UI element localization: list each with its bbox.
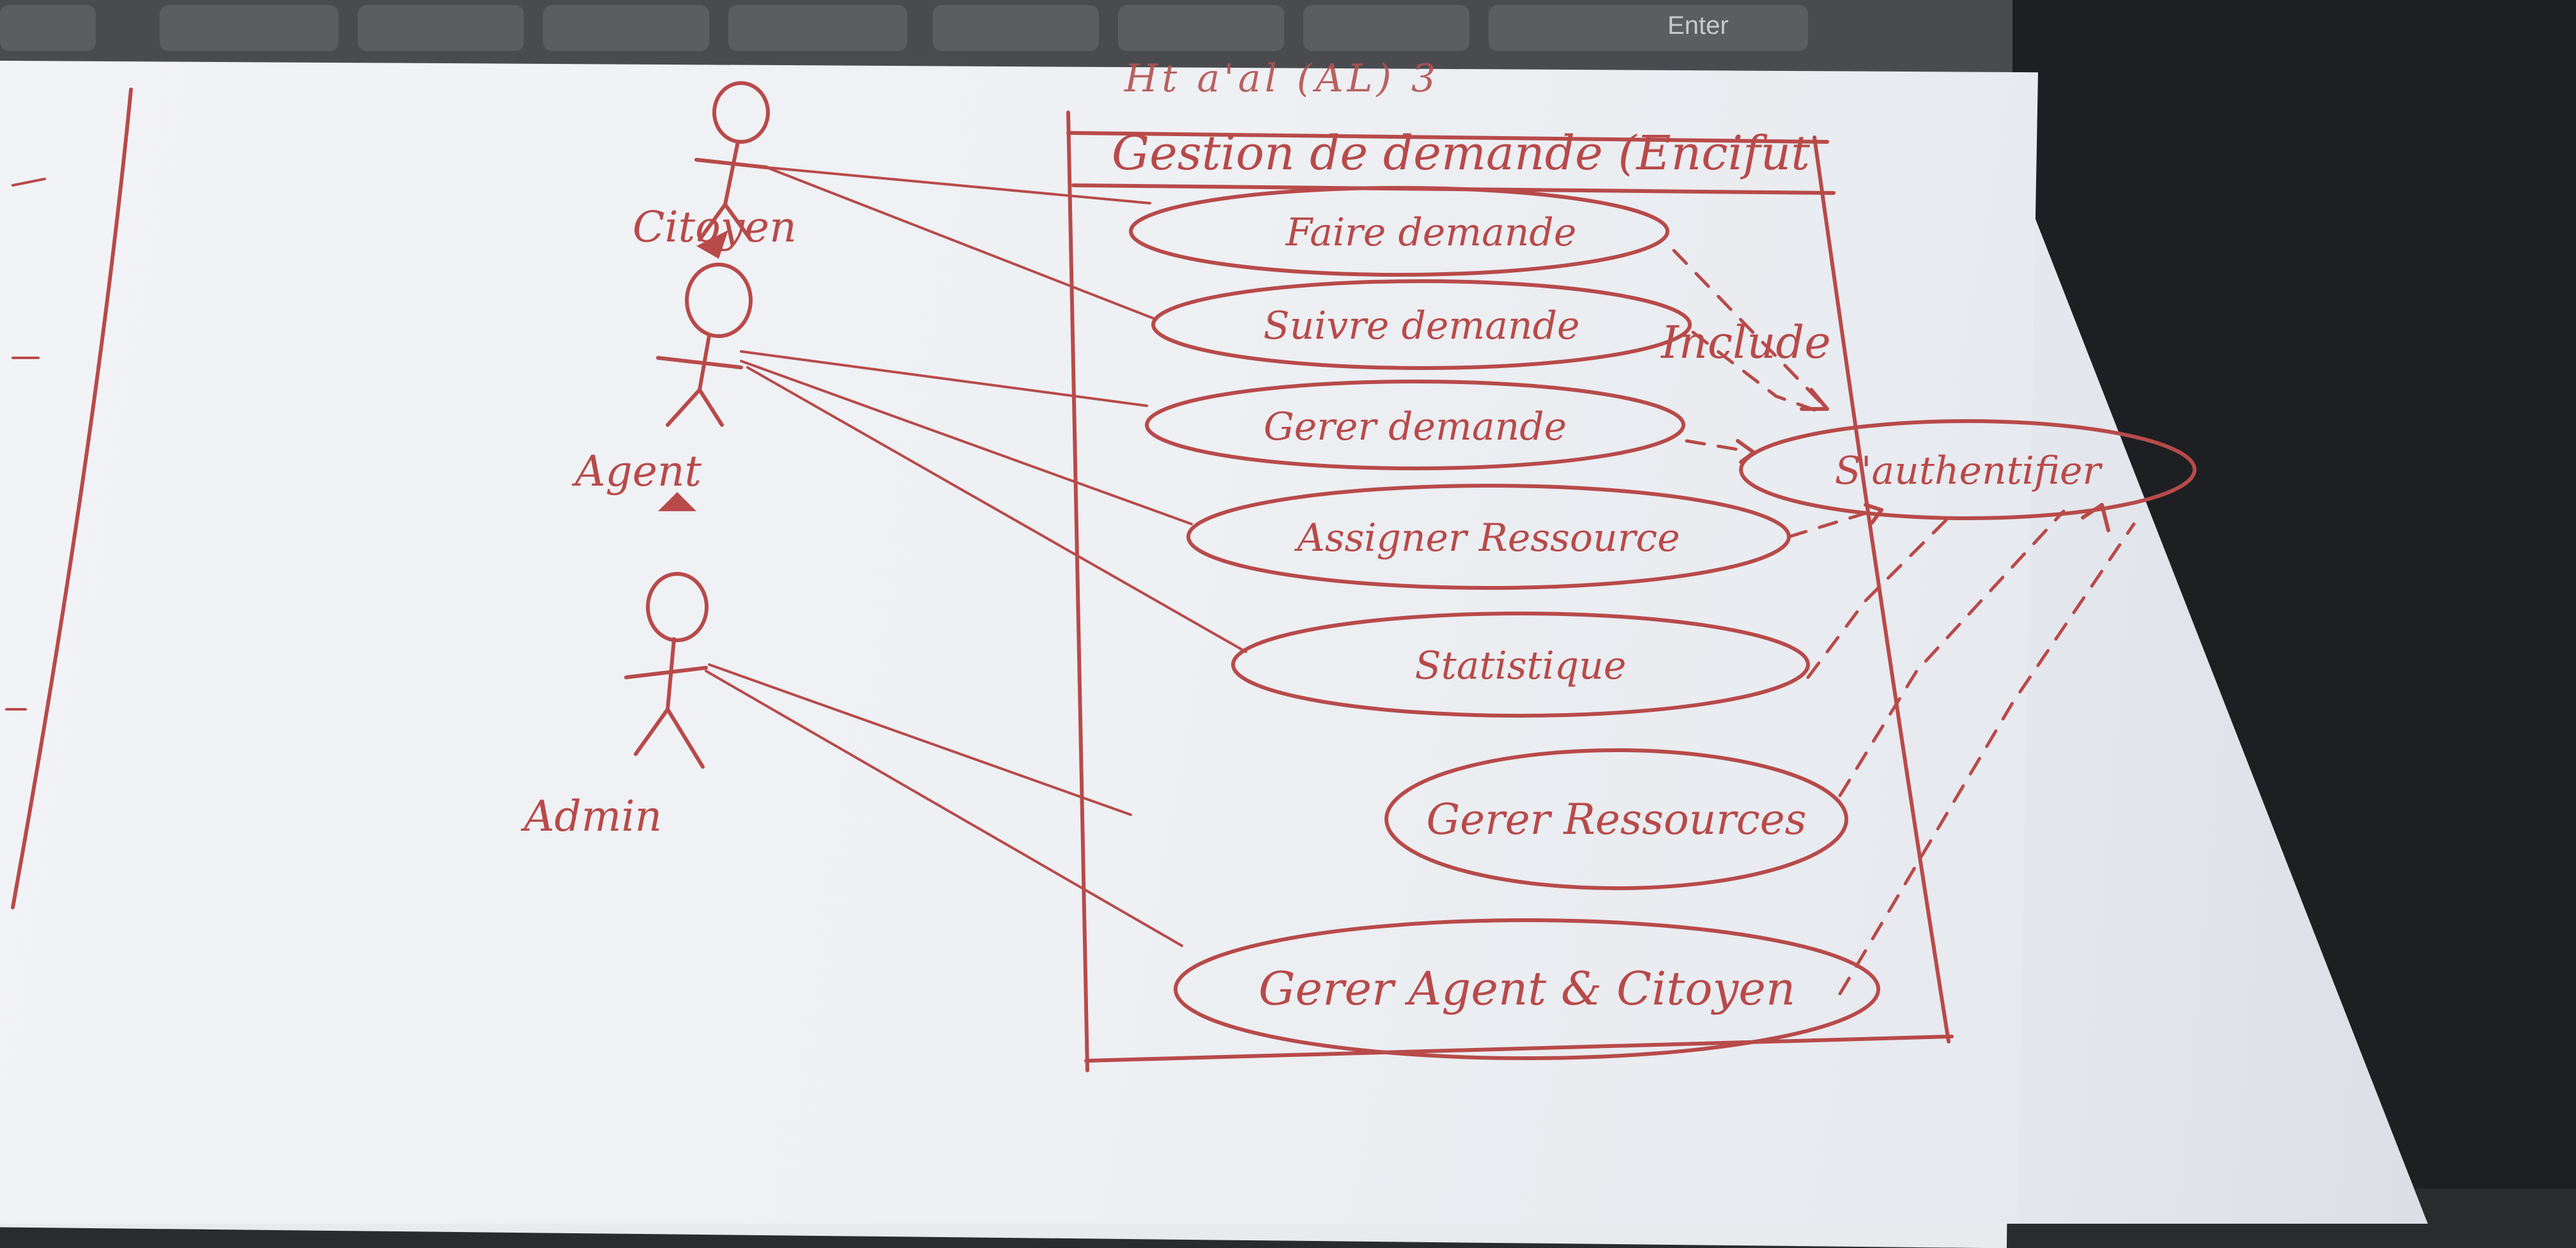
use-case-suivre-demande: Suivre demande <box>1151 279 1692 370</box>
use-case-diagram: Gestion de demande (Encifut Citoyen Agen… <box>5 81 2196 1072</box>
use-case-assigner-ressource: Assigner Ressource <box>1186 484 1791 590</box>
actor-label-admin: Admin <box>520 792 662 841</box>
page-header-scribble: Ht a'al (AL) 3 <box>1124 56 1440 101</box>
system-boundary-left <box>1066 111 1089 1072</box>
actor-label-citoyen: Citoyen <box>632 203 797 252</box>
use-case-faire-demande: Faire demande <box>1129 186 1669 277</box>
actor-admin <box>624 572 709 769</box>
svg-text:Suivre demande: Suivre demande <box>1263 304 1579 348</box>
use-case-sauthentifier: S'authentifier <box>1739 419 2196 520</box>
use-case-gerer-ressources: Gerer Ressources <box>1384 748 1848 890</box>
svg-text:Statistique: Statistique <box>1415 643 1627 688</box>
use-case-statistique: Statistique <box>1231 612 1810 718</box>
svg-text:S'authentifier: S'authentifier <box>1835 449 2103 493</box>
system-boundary-bottom <box>1084 1035 1954 1063</box>
actor-label-agent: Agent <box>571 447 702 496</box>
margin-marks <box>5 178 46 711</box>
actor-agent <box>656 263 753 511</box>
use-case-gerer-demande: Gerer demande <box>1145 380 1685 470</box>
actor-citoyen <box>694 81 770 259</box>
enter-key-label: Enter <box>1667 12 1729 40</box>
association-lines <box>705 166 1247 947</box>
svg-text:Gerer Ressources: Gerer Ressources <box>1426 795 1806 844</box>
svg-text:Gerer demande: Gerer demande <box>1264 404 1567 449</box>
use-case-gerer-agent-citoyen: Gerer Agent & Citoyen <box>1174 918 1880 1060</box>
svg-text:Faire demande: Faire demande <box>1285 210 1577 255</box>
paper-sheet-front <box>0 61 2038 1224</box>
svg-text:Assigner Ressource: Assigner Ressource <box>1294 516 1680 560</box>
svg-text:Gerer Agent & Citoyen: Gerer Agent & Citoyen <box>1259 962 1795 1015</box>
margin-line <box>11 88 133 909</box>
include-label: Include <box>1660 316 1831 369</box>
system-title: Gestion de demande (Encifut <box>1112 126 1810 181</box>
include-dependencies <box>1672 249 2136 996</box>
system-boundary-right <box>1813 135 1951 1044</box>
system-boundary-top <box>1066 131 1829 144</box>
